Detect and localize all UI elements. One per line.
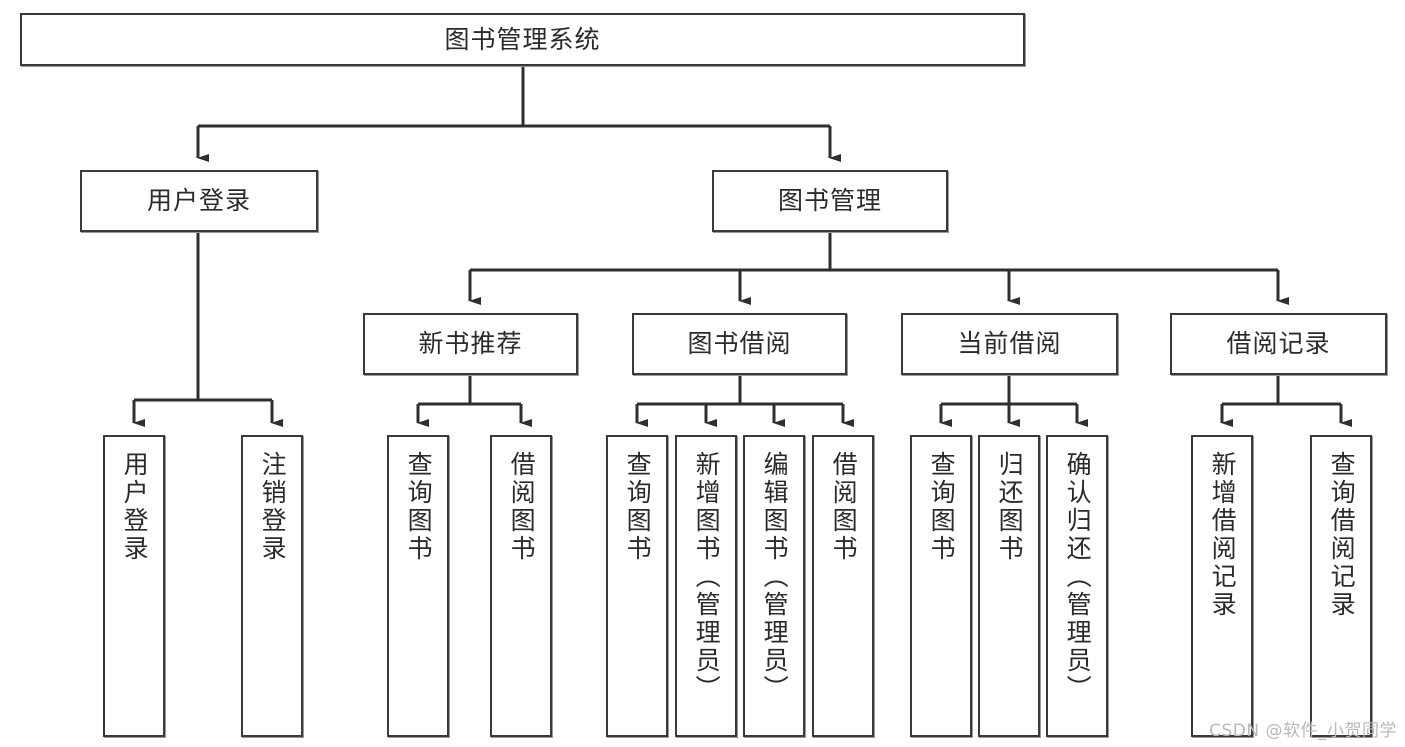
node-label: 用户登录 [120, 451, 150, 563]
node-label: 新增图书（管理员） [692, 451, 722, 703]
node-label: 新增借阅记录 [1208, 451, 1238, 619]
node-label: 归还图书 [995, 451, 1025, 563]
node-label: 借阅图书 [507, 451, 537, 563]
node-leaf-add-book[interactable]: 新增图书（管理员） [675, 435, 737, 737]
node-label: 确认归还（管理员） [1063, 451, 1093, 703]
node-label: 图书借阅 [687, 329, 792, 359]
node-label: 借阅图书 [829, 451, 859, 563]
node-root-system[interactable]: 图书管理系统 [20, 13, 1025, 66]
node-current-borrow[interactable]: 当前借阅 [901, 313, 1118, 375]
node-label: 借阅记录 [1226, 329, 1331, 359]
node-leaf-borrow-book-2[interactable]: 借阅图书 [812, 435, 874, 737]
node-label: 图书管理 [777, 186, 882, 216]
node-label: 新书推荐 [418, 329, 523, 359]
node-book-management[interactable]: 图书管理 [712, 170, 948, 232]
node-book-borrow[interactable]: 图书借阅 [632, 313, 847, 375]
csdn-watermark: CSDN @软件_小贺同学 [1209, 721, 1397, 741]
node-label: 图书管理系统 [444, 24, 601, 54]
node-label: 用户登录 [146, 186, 251, 216]
node-label: 注销登录 [258, 451, 288, 563]
node-leaf-user-login[interactable]: 用户登录 [103, 435, 165, 737]
node-leaf-query-book-2[interactable]: 查询图书 [606, 435, 668, 737]
node-leaf-confirm-return[interactable]: 确认归还（管理员） [1046, 435, 1108, 737]
node-label: 查询图书 [404, 451, 434, 563]
node-leaf-query-book-3[interactable]: 查询图书 [910, 435, 972, 737]
node-leaf-borrow-book-1[interactable]: 借阅图书 [490, 435, 552, 737]
node-leaf-query-record[interactable]: 查询借阅记录 [1310, 435, 1372, 737]
node-borrow-record[interactable]: 借阅记录 [1170, 313, 1387, 375]
node-label: 查询图书 [623, 451, 653, 563]
node-new-book-recommend[interactable]: 新书推荐 [363, 313, 578, 375]
node-leaf-edit-book[interactable]: 编辑图书（管理员） [743, 435, 805, 737]
node-leaf-add-record[interactable]: 新增借阅记录 [1191, 435, 1253, 737]
node-label: 当前借阅 [957, 329, 1062, 359]
node-label: 查询图书 [927, 451, 957, 563]
node-label: 编辑图书（管理员） [760, 451, 790, 703]
node-label: 查询借阅记录 [1327, 451, 1357, 619]
node-user-login[interactable]: 用户登录 [80, 170, 318, 232]
node-leaf-logout-login[interactable]: 注销登录 [241, 435, 303, 737]
node-leaf-return-book[interactable]: 归还图书 [978, 435, 1040, 737]
node-leaf-query-book-1[interactable]: 查询图书 [387, 435, 449, 737]
